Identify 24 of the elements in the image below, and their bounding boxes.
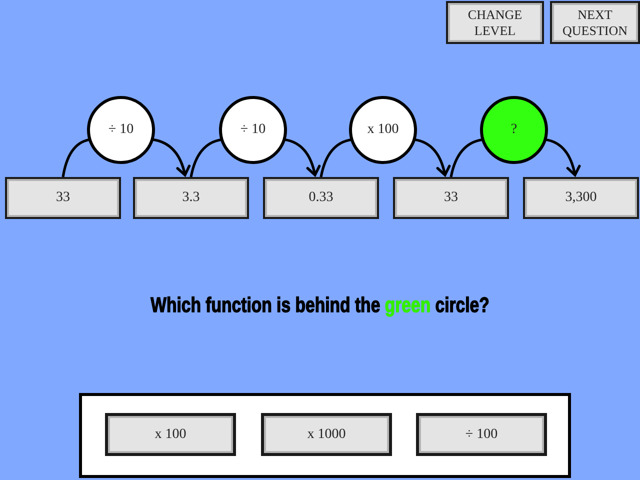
answer-option-button: x 100 [105, 413, 236, 456]
question-text: Which function is behind the green circle? [150, 294, 490, 318]
answer-option-button: x 1000 [261, 413, 392, 456]
number-box: 0.33 [263, 177, 379, 219]
number-box: 33 [393, 177, 509, 219]
function-circle: ÷ 10 [87, 96, 155, 164]
number-box: 3.3 [133, 177, 249, 219]
curved-arrow [152, 138, 190, 176]
function-circle: ÷ 10 [219, 96, 287, 164]
curved-line [62, 138, 90, 178]
change-level-button: CHANGE LEVEL [446, 1, 544, 44]
curved-arrow [414, 138, 450, 176]
curved-line [190, 138, 222, 178]
curved-line [320, 138, 352, 178]
answer-panel [79, 393, 571, 478]
curved-arrow [545, 138, 580, 176]
hidden-function-circle: ? [480, 96, 548, 164]
curved-line [450, 138, 483, 178]
number-box: 33 [5, 177, 121, 219]
curved-arrow [284, 138, 320, 176]
function-circle: x 100 [349, 96, 417, 164]
number-box: 3,300 [523, 177, 639, 219]
next-question-button: NEXT QUESTION [550, 1, 640, 44]
answer-option-button: ÷ 100 [416, 413, 547, 456]
